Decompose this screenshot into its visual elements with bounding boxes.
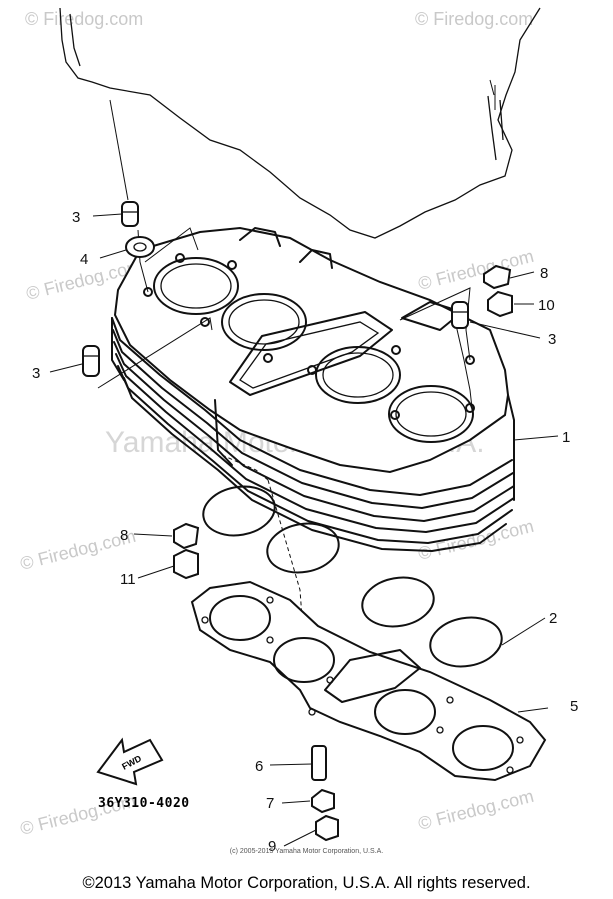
callout-9: 9 [268,838,276,855]
callout-5: 5 [570,698,578,715]
callout-8: 8 [540,265,548,282]
o-rings [202,485,503,668]
callout-7: 7 [266,795,274,812]
callout-leaders [49,213,559,847]
watermark-site: © Firedog.com [416,246,536,294]
callout-4: 4 [80,251,88,268]
callout-6: 6 [255,758,263,775]
callout-3: 3 [72,209,80,226]
watermark-site: © Firedog.com [25,9,143,29]
watermark-site: © Firedog.com [416,786,536,834]
small-copyright: (c) 2005-2015 Yamaha Motor Corporation, … [229,848,384,855]
callout-3: 3 [548,331,556,348]
callout-3: 3 [32,365,40,382]
watermark-site: © Firedog.com [415,9,533,29]
cylinder-bore [221,293,307,351]
callout-11: 11 [120,571,136,588]
crankcase-outline [59,7,541,239]
cylinder-block [111,226,515,552]
diagram-code: 36Y310-4020 [98,796,190,811]
callout-2: 2 [549,610,557,627]
base-gasket [190,580,547,782]
cylinder-bore [153,257,239,315]
callout-labels: 1 2 3 3 4 5 6 7 8 8 9 10 11 3 [32,209,578,855]
cylinder-bore [388,385,474,443]
callout-1: 1 [562,429,570,446]
crankcase-outline-shadow [69,13,504,161]
callout-10: 10 [538,297,555,314]
copyright-notice: ©2013 Yamaha Motor Corporation, U.S.A. A… [82,874,531,892]
forward-arrow: FWD [96,737,164,786]
cylinder-bore [315,346,401,404]
small-parts [82,201,513,842]
callout-8: 8 [120,527,128,544]
